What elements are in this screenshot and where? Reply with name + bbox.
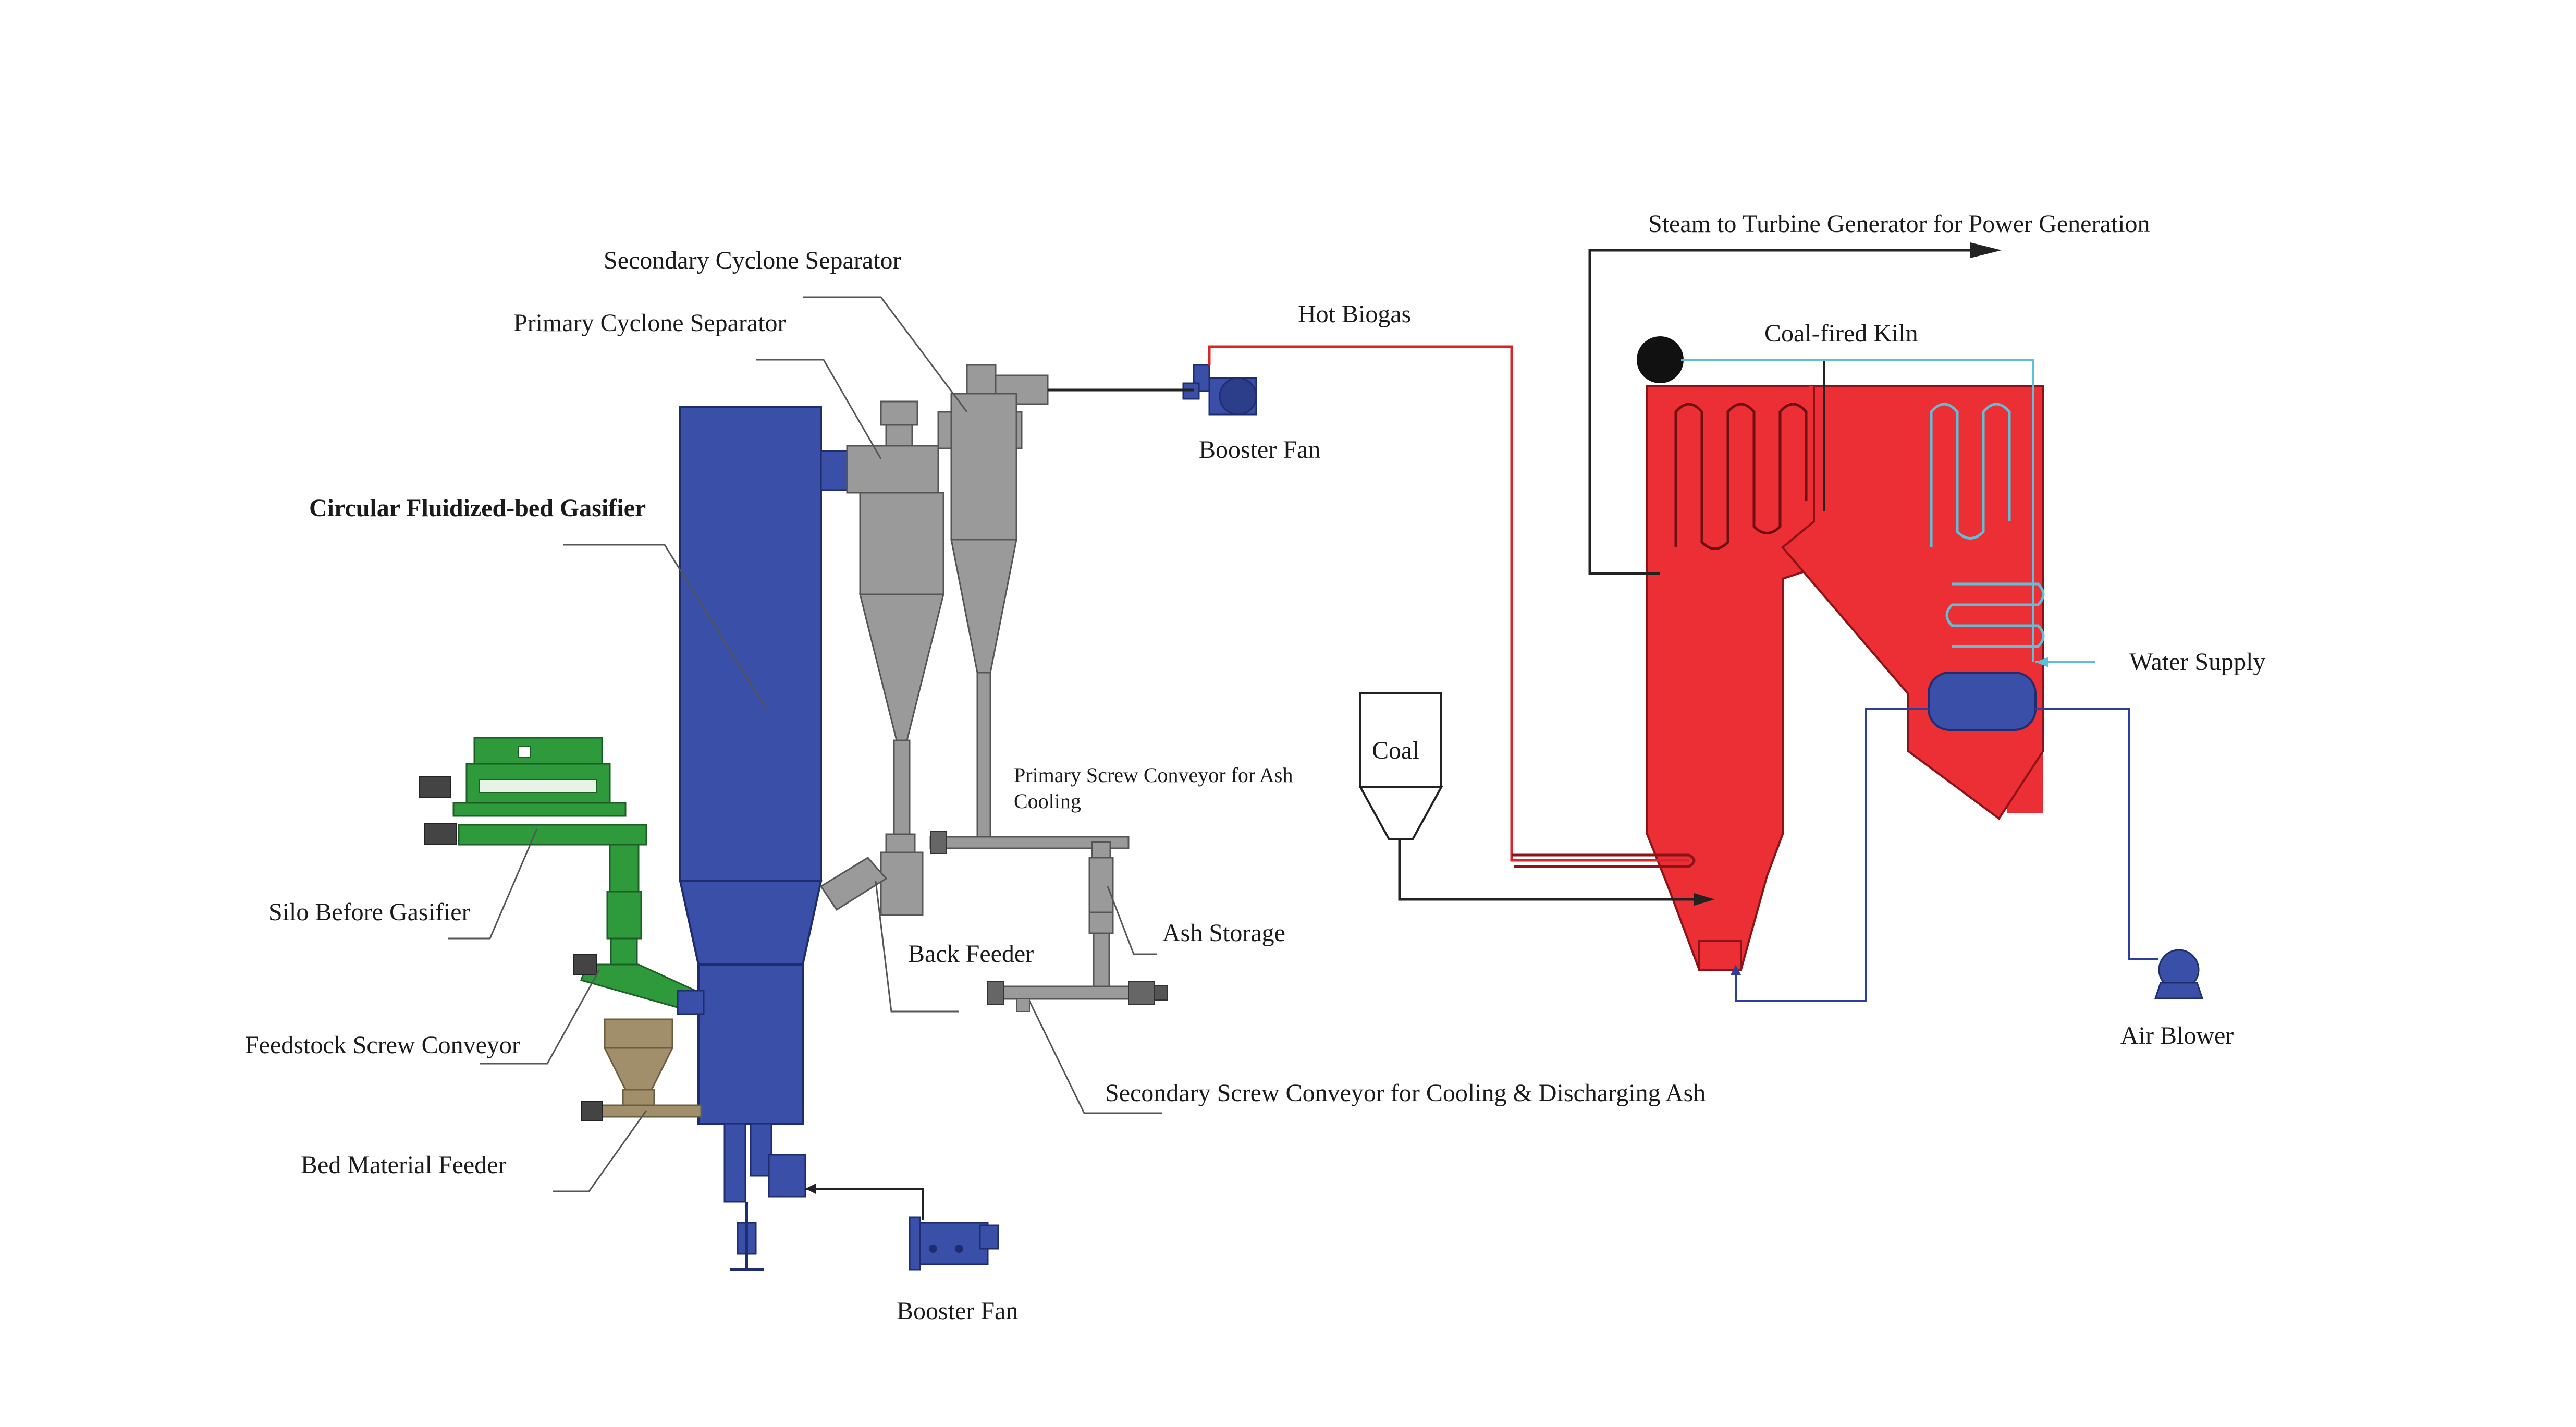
- gasifier-outlet-duct: [820, 450, 848, 491]
- label-primary-screw-line2: Cooling: [1014, 789, 1081, 813]
- label-secondary-cyclone: Secondary Cyclone Separator: [604, 247, 901, 274]
- kiln-steam-coils-left: [1674, 403, 1808, 550]
- bottom-air-line: [805, 1188, 924, 1220]
- label-coal-kiln: Coal-fired Kiln: [1764, 320, 1918, 347]
- circular-fluidized-bed-gasifier: [679, 406, 848, 1271]
- leader-back-feeder: [875, 881, 959, 1013]
- leader-feedstock-screw: [480, 969, 600, 1065]
- back-feeder-pipe: [819, 857, 888, 911]
- kiln-air-heater: [1928, 672, 2037, 731]
- leader-ash-storage: [1107, 886, 1157, 955]
- label-steam-to-turbine: Steam to Turbine Generator for Power Gen…: [1648, 210, 2150, 238]
- gasifier-upper-column: [679, 406, 822, 882]
- secondary-screw-conveyor: [987, 981, 1168, 1012]
- biogas-burner: [1512, 853, 1696, 868]
- steam-drum: [1637, 336, 1684, 383]
- gasifier-bottom-leg: [723, 1123, 746, 1203]
- kiln-water-coils-lower: [1945, 582, 2045, 648]
- label-secondary-screw: Secondary Screw Conveyor for Cooling & D…: [1105, 1079, 1706, 1107]
- label-primary-cyclone: Primary Cyclone Separator: [513, 309, 786, 337]
- bed-material-feeder: [581, 1018, 702, 1121]
- booster-fan-top: [1182, 364, 1257, 416]
- secondary-cyclone-separator: [937, 364, 1049, 848]
- air-blower-line: [1735, 708, 1929, 1002]
- gasifier-air-box: [768, 1154, 806, 1198]
- label-ash-storage: Ash Storage: [1162, 919, 1285, 947]
- gasifier-lower-column: [697, 963, 804, 1125]
- kiln-water-coils-right: [1930, 403, 2011, 547]
- label-silo: Silo Before Gasifier: [268, 898, 470, 926]
- leader-secondary-cyclone: [803, 296, 968, 412]
- hot-biogas-line: [1208, 345, 1689, 862]
- air-blower: [2154, 949, 2204, 999]
- label-water-supply: Water Supply: [2129, 648, 2265, 676]
- primary-cyclone-separator: [846, 400, 944, 916]
- label-air-blower: Air Blower: [2120, 1022, 2234, 1050]
- booster-fan-bottom: [909, 1216, 999, 1271]
- primary-screw-conveyor: [929, 831, 1130, 913]
- feedstock-screw-conveyor: [573, 844, 705, 1015]
- label-coal: Coal: [1372, 737, 1419, 764]
- gasifier-bottom-leg-2: [750, 1123, 772, 1177]
- air-heater-to-blower-line: [2035, 708, 2158, 960]
- label-booster-fan-bottom: Booster Fan: [897, 1297, 1018, 1325]
- label-booster-fan-top: Booster Fan: [1199, 436, 1320, 464]
- label-gasifier: Circular Fluidized-bed Gasifier: [309, 494, 646, 522]
- leader-bed-material: [553, 1110, 647, 1192]
- coal-hopper: [1358, 692, 1443, 840]
- leader-secondary-screw: [1028, 1001, 1162, 1114]
- coal-fired-kiln: [1646, 385, 2045, 971]
- ash-storage-column: [1088, 911, 1114, 992]
- label-back-feeder: Back Feeder: [908, 940, 1034, 968]
- water-supply-line: [1681, 359, 2034, 662]
- silo-before-gasifier: [419, 737, 647, 846]
- coal-feed-line: [1398, 839, 1704, 901]
- leader-silo: [448, 828, 538, 940]
- steam-line: [1588, 249, 1991, 575]
- label-primary-screw-line1: Primary Screw Conveyor for Ash: [1014, 763, 1293, 787]
- label-feedstock-screw: Feedstock Screw Conveyor: [245, 1031, 520, 1059]
- label-hot-biogas: Hot Biogas: [1298, 300, 1411, 328]
- gasifier-taper: [679, 880, 823, 966]
- leader-primary-cyclone: [756, 359, 882, 459]
- label-bed-material: Bed Material Feeder: [301, 1151, 507, 1179]
- leader-gasifier: [563, 544, 767, 710]
